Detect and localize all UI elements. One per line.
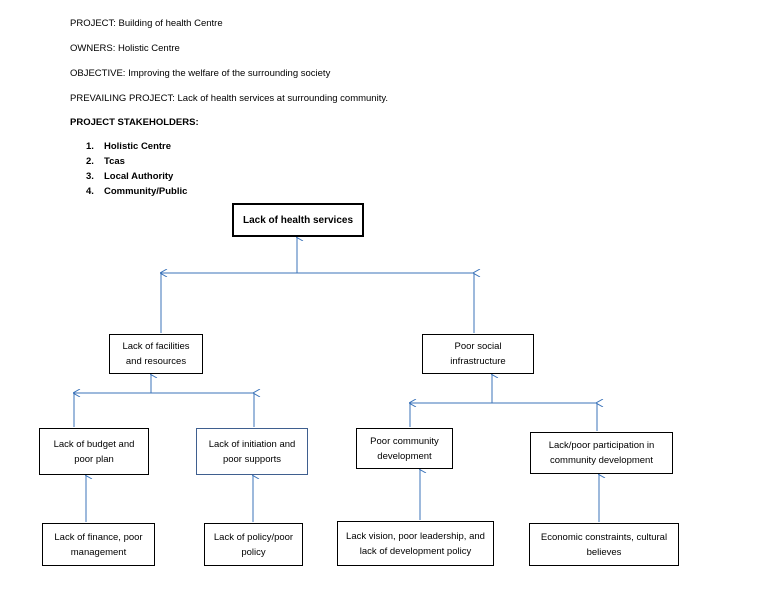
stakeholder-item: 2. Tcas <box>86 156 125 167</box>
cause-infrastructure-box: Poor social infrastructure <box>422 334 534 374</box>
participation-box: Lack/poor participation in community dev… <box>530 432 673 474</box>
stakeholder-label: Local Authority <box>104 171 174 182</box>
objective-line: OBJECTIVE: Improving the welfare of the … <box>70 68 331 79</box>
stakeholder-number: 3. <box>86 171 94 182</box>
stakeholder-label: Holistic Centre <box>104 141 172 152</box>
stakeholder-item: 4. Community/Public <box>86 186 187 197</box>
prevailing-project-line: PREVAILING PROJECT: Lack of health servi… <box>70 93 389 104</box>
policy-box: Lack of policy/poor policy <box>204 523 303 566</box>
stakeholder-label: Tcas <box>104 156 125 167</box>
stakeholder-label: Community/Public <box>104 186 188 197</box>
vision-box: Lack vision, poor leadership, and lack o… <box>337 521 494 566</box>
economic-box: Economic constraints, cultural believes <box>529 523 679 566</box>
stakeholder-number: 2. <box>86 156 94 167</box>
stakeholder-item: 3. Local Authority <box>86 171 173 182</box>
owners-line: OWNERS: Holistic Centre <box>70 43 180 54</box>
budget-box: Lack of budget and poor plan <box>39 428 149 475</box>
finance-box: Lack of finance, poor management <box>42 523 155 566</box>
cause-facilities-box: Lack of facilities and resources <box>109 334 203 374</box>
project-line: PROJECT: Building of health Centre <box>70 18 223 29</box>
stakeholder-item: 1. Holistic Centre <box>86 141 171 152</box>
stakeholder-number: 4. <box>86 186 94 197</box>
stakeholders-heading: PROJECT STAKEHOLDERS: <box>70 117 199 128</box>
root-problem-box: Lack of health services <box>232 203 364 237</box>
community-development-box: Poor community development <box>356 428 453 469</box>
initiation-box: Lack of initiation and poor supports <box>196 428 308 475</box>
stakeholder-number: 1. <box>86 141 94 152</box>
